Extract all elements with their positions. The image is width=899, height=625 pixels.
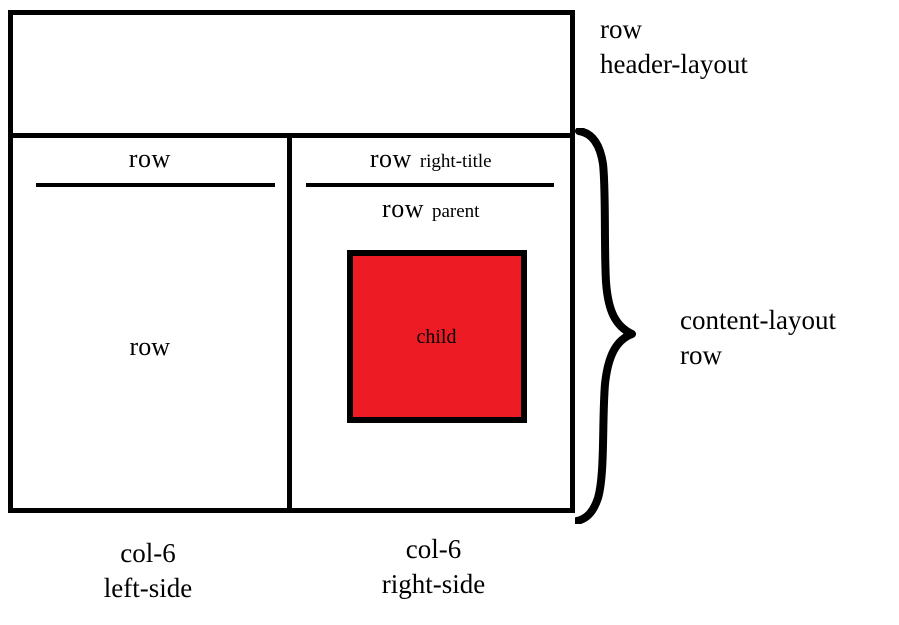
right-column-title-main: row	[369, 144, 412, 173]
right-side-annotation: col-6 right-side	[292, 532, 575, 602]
right-column-title-rule	[305, 183, 554, 187]
header-layout-annotation: row header-layout	[600, 12, 748, 81]
content-annotation-line2: row	[680, 339, 722, 370]
right-column-title: row right-title	[292, 146, 571, 172]
right-side-column: row right-title row parent child	[292, 138, 571, 508]
right-bottom-line1: col-6	[405, 534, 462, 564]
content-layout-annotation: content-layout row	[680, 303, 836, 372]
curly-brace-icon	[575, 128, 660, 524]
right-column-title-sub: right-title	[419, 151, 492, 172]
left-column-title-label: row	[128, 144, 171, 173]
child-box: child	[346, 250, 527, 423]
right-bottom-line2: right-side	[381, 569, 486, 600]
left-side-column: row row	[13, 138, 292, 508]
left-side-annotation: col-6 left-side	[8, 536, 288, 606]
content-annotation-line1: content-layout	[680, 305, 836, 335]
child-box-label: child	[416, 325, 457, 348]
content-layout-row: row row row right-title row parent child	[13, 138, 570, 508]
left-column-title: row	[13, 146, 287, 172]
header-layout-row	[13, 15, 570, 138]
header-annotation-line1: row	[600, 14, 642, 44]
left-column-body-label: row	[129, 332, 170, 361]
left-bottom-line1: col-6	[120, 538, 176, 568]
left-bottom-line2: left-side	[103, 573, 193, 604]
wireframe-container: row row row right-title row parent child	[8, 10, 575, 513]
left-column-title-rule	[36, 183, 275, 187]
parent-row-main: row	[382, 194, 424, 223]
parent-row-label: row parent	[292, 196, 571, 222]
parent-row-sub: parent	[431, 201, 480, 222]
header-annotation-line2: header-layout	[600, 48, 748, 79]
